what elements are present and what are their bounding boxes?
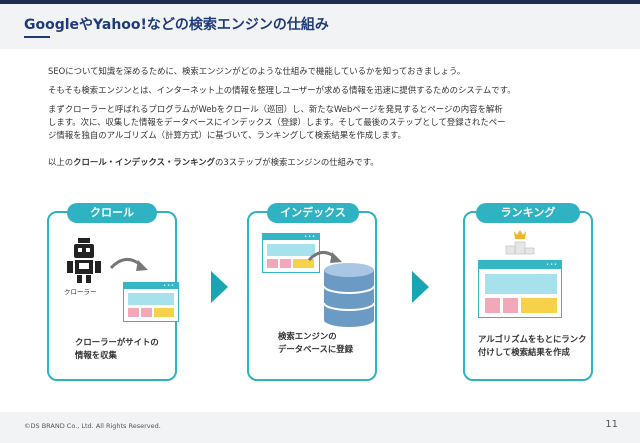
intro-paragraph-4: 以上のクロール・インデックス・ランキングの3ステップが検索エンジンの仕組みです。 bbox=[48, 156, 608, 169]
intro-paragraph-3-line-2: します。次に、収集した情報をデータベースにインデックス（登録）します。そして最後… bbox=[48, 117, 506, 127]
webpage-icon-index: ••• bbox=[262, 233, 320, 273]
footer-bar: ©DS BRAND Co., Ltd. All Rights Reserved.… bbox=[0, 412, 640, 443]
page-title: GoogleやYahoo!などの検索エンジンの仕組み bbox=[24, 17, 329, 33]
intro-paragraph-2: そもそも検索エンジンとは、インターネット上の情報を整理しユーザーが求める情報を迅… bbox=[48, 85, 516, 95]
step-label-crawl: クロール bbox=[67, 203, 157, 223]
step-caption-index-line-2: データベースに登録 bbox=[278, 344, 353, 354]
title-underline bbox=[24, 36, 50, 38]
copyright-text: ©DS BRAND Co., Ltd. All Rights Reserved. bbox=[24, 422, 161, 430]
step-caption-ranking: アルゴリズムをもとにランク 付けして検索結果を作成 bbox=[478, 333, 586, 359]
database-icon bbox=[323, 263, 375, 327]
step-arrow-2 bbox=[412, 271, 429, 303]
step-caption-crawl: クローラーがサイトの 情報を収集 bbox=[75, 336, 159, 362]
robot-icon bbox=[67, 238, 101, 283]
step-caption-crawl-line-1: クローラーがサイトの bbox=[75, 337, 159, 347]
top-accent-bar bbox=[0, 0, 640, 4]
step-card-crawl bbox=[47, 211, 177, 381]
step-arrow-1 bbox=[211, 271, 228, 303]
step-label-ranking: ランキング bbox=[476, 203, 580, 223]
intro-p4-bold: クロール・インデックス・ランキング bbox=[73, 157, 215, 167]
curved-arrow-icon bbox=[307, 251, 342, 263]
step-label-index: インデックス bbox=[267, 203, 359, 223]
crawler-label: クローラー bbox=[64, 288, 97, 296]
step-caption-index-line-1: 検索エンジンの bbox=[278, 331, 337, 341]
intro-paragraph-3-line-1: まずクローラーと呼ばれるプログラムがWebをクロール（巡回）し、新たなWebペー… bbox=[48, 104, 503, 114]
podium-crown-icon bbox=[505, 230, 535, 255]
step-caption-ranking-line-1: アルゴリズムをもとにランク bbox=[478, 334, 587, 344]
curved-arrow-icon bbox=[109, 258, 148, 271]
intro-paragraph-1: SEOについて知識を深めるために、検索エンジンがどのような仕組みで機能しているか… bbox=[48, 66, 466, 76]
title-bar: GoogleやYahoo!などの検索エンジンの仕組み bbox=[0, 4, 640, 49]
intro-paragraph-3: まずクローラーと呼ばれるプログラムがWebをクロール（巡回）し、新たなWebペー… bbox=[48, 103, 608, 142]
intro-paragraph-3-line-3: ジ情報を独自のアルゴリズム（計算方式）に基づいて、ランキングして検索結果を作成し… bbox=[48, 130, 406, 140]
step-caption-crawl-line-2: 情報を収集 bbox=[75, 350, 117, 360]
step-caption-ranking-line-2: 付けして検索結果を作成 bbox=[478, 347, 570, 357]
intro-p4-prefix: 以上の bbox=[48, 157, 74, 167]
webpage-icon-crawl: ••• bbox=[123, 282, 179, 322]
step-caption-index: 検索エンジンの データベースに登録 bbox=[278, 330, 353, 356]
search-results-page-icon: ••• bbox=[478, 260, 562, 318]
page-number: 11 bbox=[605, 419, 618, 430]
intro-p4-suffix: の3ステップが検索エンジンの仕組みです。 bbox=[215, 157, 379, 167]
